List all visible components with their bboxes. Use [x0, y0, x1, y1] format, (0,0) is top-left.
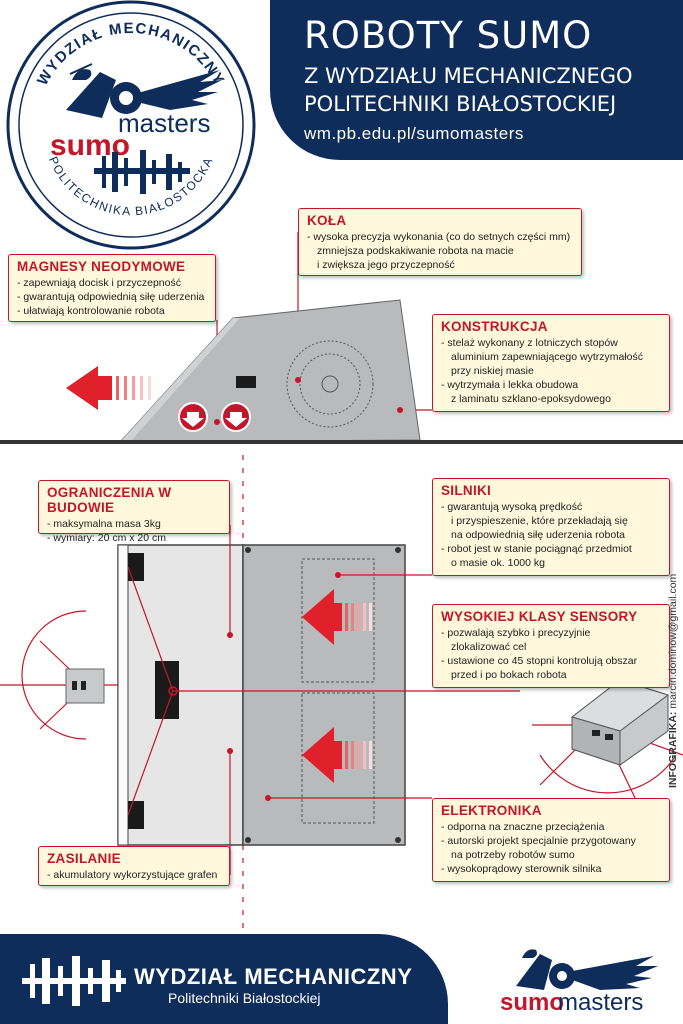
sensor-module-right-icon: [570, 679, 670, 766]
sensor-center: [155, 661, 179, 719]
callout-magnesy: MAGNESY NEODYMOWE - zapewniają docisk i …: [8, 254, 216, 322]
callout-silniki-line: na odpowiednią siłę uderzenia robota: [451, 529, 625, 541]
callout-sensory-title: WYSOKIEJ KLASY SENSORY: [441, 609, 638, 624]
callout-silniki-line: o masie ok. 1000 kg: [451, 557, 545, 569]
callout-konstrukcja-line: z laminatu szklano-epoksydowego: [451, 393, 611, 405]
callout-kola: KOŁA - wysoka precyzja wykonania (co do …: [298, 208, 582, 276]
callout-konstrukcja-line: przy niskiej masie: [451, 365, 534, 377]
footer-title: WYDZIAŁ MECHANICZNY: [134, 964, 413, 989]
callout-ograniczenia: OGRANICZENIA W BUDOWIE - maksymalna masa…: [38, 480, 230, 544]
sensor-module-left-icon: [65, 668, 105, 704]
callout-elektronika: ELEKTRONIKA - odporna na znaczne przecią…: [432, 798, 670, 882]
push-arrow-icon-side: [66, 366, 151, 410]
callout-elektronika-line: na potrzeby robotów sumo: [451, 849, 575, 861]
callout-sensory-line: - ustawione co 45 stopni kontrolują obsz…: [441, 655, 638, 667]
callout-silniki-line: i przyspieszenie, które przekładają się: [451, 515, 628, 527]
callout-sensory-line: - pozwalają szybko i precyzyjnie: [441, 627, 591, 639]
callout-ograniczenia-title: OGRANICZENIA W BUDOWIE: [47, 485, 172, 515]
sensor-front-left: [128, 553, 144, 581]
infographic-credit: INFOGRAFIKA: marcin.dominow@gmail.com: [667, 574, 679, 788]
magnet-icon-1: [178, 402, 208, 432]
callout-silniki-line: - gwarantują wysoką prędkość: [441, 501, 583, 513]
callout-sensory-line: zlokalizować cel: [451, 641, 527, 653]
callout-silniki-line: - robot jest w stanie pociągnąć przedmio…: [441, 543, 632, 555]
callout-konstrukcja-line: - stelaż wykonany z lotniczych stopów: [441, 337, 618, 349]
sumomasters-badge: WYDZIAŁ MECHANICZNY POLITECHNIKA BIAŁOST…: [6, 0, 256, 250]
callout-magnesy-title: MAGNESY NEODYMOWE: [17, 259, 186, 274]
badge-brand-masters: masters: [118, 108, 210, 138]
motor-arrow-icon-upper: [302, 589, 372, 645]
sumomasters-footer-logo: sumo masters: [500, 949, 658, 1016]
callout-sensory-line: przed i po bokach robota: [451, 669, 567, 681]
magnet-icon-2: [221, 402, 251, 432]
header-banner: ROBOTY SUMO Z WYDZIAŁU MECHANICZNEGO POL…: [270, 0, 683, 160]
callout-konstrukcja-line: - wytrzymała i lekka obudowa: [441, 379, 579, 391]
callout-kola-line: zmniejsza podskakiwanie robota na macie: [317, 245, 514, 257]
page-title: ROBOTY SUMO: [304, 14, 593, 57]
motor-zone-lower: [301, 692, 375, 824]
winged-robot-icon: [66, 63, 222, 118]
callout-ograniczenia-line: - wymiary: 20 cm x 20 cm: [47, 532, 167, 544]
callout-magnesy-line: - ułatwiają kontrolowanie robota: [17, 305, 165, 317]
callout-elektronika-line: - wysokoprądowy sterownik silnika: [441, 863, 602, 875]
footer-logo-masters: masters: [558, 989, 643, 1016]
callout-zasilanie-line: - akumulatory wykorzystujące grafen: [47, 869, 218, 881]
callout-silniki-title: SILNIKI: [441, 483, 492, 498]
callout-sensory: WYSOKIEJ KLASY SENSORY - pozwalają szybk…: [432, 604, 670, 688]
callout-kola-line: i zwiększa jego przyczepność: [317, 259, 455, 271]
footer-subtitle: Politechniki Białostockiej: [168, 990, 321, 1006]
winged-robot-footer-icon: [516, 949, 658, 990]
motor-zone-upper: [301, 558, 375, 683]
callout-zasilanie: ZASILANIE - akumulatory wykorzystujące g…: [38, 846, 230, 886]
callout-konstrukcja-title: KONSTRUKCJA: [441, 319, 548, 334]
motor-arrow-icon-lower: [302, 727, 372, 783]
website-link[interactable]: wm.pb.edu.pl/sumomasters: [304, 124, 524, 143]
wheel-outline: [286, 340, 374, 428]
callout-magnesy-line: - gwarantują odpowiednią siłę uderzenia: [17, 291, 205, 303]
callout-konstrukcja: KONSTRUKCJA - stelaż wykonany z lotniczy…: [432, 314, 670, 412]
credit-label: INFOGRAFIKA:: [667, 711, 679, 788]
callout-konstrukcja-line: aluminium zapewniającego wytrzymałość: [451, 351, 643, 363]
footer-logo-sumo: sumo: [500, 989, 564, 1016]
top-view-diagram: [0, 455, 683, 935]
credit-email[interactable]: marcin.dominow@gmail.com: [667, 573, 679, 709]
callout-elektronika-line: - autorski projekt specjalnie przygotowa…: [441, 835, 636, 847]
callout-elektronika-line: - odporna na znaczne przeciążenia: [441, 821, 605, 833]
wm-logo-icon: [94, 150, 190, 194]
sensor-front-right: [128, 801, 144, 829]
wm-footer-logo-icon: [22, 956, 126, 1006]
sensor-window-side: [236, 376, 256, 388]
callout-kola-line: - wysoka precyzja wykonania (co do setny…: [307, 231, 571, 243]
callout-silniki: SILNIKI - gwarantują wysoką prędkość i p…: [432, 478, 670, 576]
page-subtitle-1: Z WYDZIAŁU MECHANICZNEGO: [304, 64, 633, 88]
callout-zasilanie-title: ZASILANIE: [47, 851, 121, 866]
side-view-diagram: [0, 232, 683, 444]
callout-kola-title: KOŁA: [307, 213, 347, 228]
chassis-rear-plate: [242, 544, 406, 846]
callout-ograniczenia-line: - maksymalna masa 3kg: [47, 518, 161, 530]
callout-magnesy-line: - zapewniają docisk i przyczepność: [17, 277, 181, 289]
page-subtitle-2: POLITECHNIKI BIAŁOSTOCKIEJ: [304, 92, 617, 116]
callout-elektronika-title: ELEKTRONIKA: [441, 803, 542, 818]
chassis-front-plate: [117, 544, 244, 846]
footer-banner: WYDZIAŁ MECHANICZNY Politechniki Białost…: [0, 934, 448, 1024]
